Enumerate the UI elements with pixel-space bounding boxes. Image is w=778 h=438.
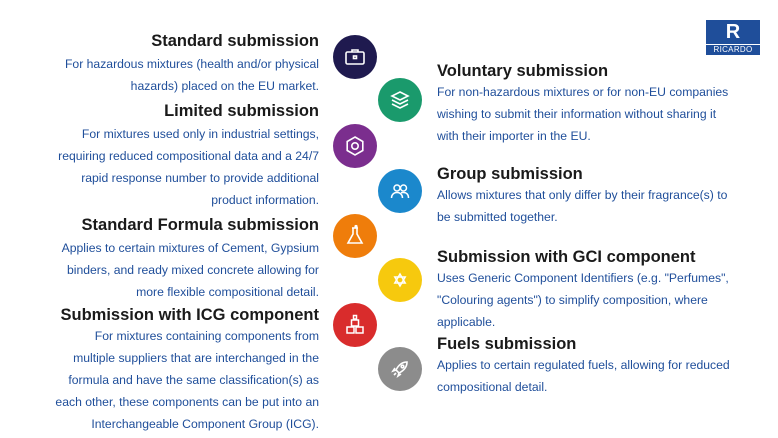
flask-circle [333,214,377,258]
standard-formula-submission-desc: Applies to certain mixtures of Cement, G… [19,237,319,303]
desc-line: Allows mixtures that only differ by thei… [437,188,728,202]
desc-line: requiring reduced compositional data and… [58,149,319,163]
logo-word: RICARDO [706,45,760,55]
desc-line: formula and have the same classification… [68,373,319,387]
desc-line: applicable. [437,315,496,329]
desc-line: "Colouring agents") to simplify composit… [437,293,708,307]
group-submission: Group submission Allows mixtures that on… [437,164,767,228]
desc-line: hazards) placed on the EU market. [130,79,319,93]
briefcase-icon [345,49,365,65]
logo-mark: R [706,20,760,44]
voluntary-submission: Voluntary submission For non-hazardous m… [437,61,767,147]
sun-icon [393,272,407,288]
standard-formula-submission: Standard Formula submission Applies to c… [19,215,319,303]
fuels-submission-desc: Applies to certain regulated fuels, allo… [437,354,767,398]
desc-line: For mixtures containing components from [94,329,319,343]
gci-submission-title: Submission with GCI component [437,248,696,266]
icg-submission: Submission with ICG component For mixtur… [19,305,319,435]
desc-line: more flexible compositional detail. [136,285,319,299]
gear-circle [333,124,377,168]
people-circle [378,169,422,213]
blocks-circle [333,303,377,347]
group-submission-title: Group submission [437,165,583,183]
limited-submission: Limited submission For mixtures used onl… [19,101,319,211]
desc-line: For mixtures used only in industrial set… [81,127,319,141]
desc-line: with their importer in the EU. [437,129,591,143]
flask-icon [346,224,364,244]
icg-submission-desc: For mixtures containing components from … [19,325,319,435]
desc-line: each other, these components can be put … [55,395,319,409]
ricardo-logo: R RICARDO [706,20,760,55]
desc-line: product information. [211,193,319,207]
blocks-icon [346,314,364,334]
voluntary-submission-title: Voluntary submission [437,62,609,80]
gci-submission: Submission with GCI component Uses Gener… [437,247,767,333]
layers-circle [378,78,422,122]
desc-line: Uses Generic Component Identifiers (e.g.… [437,271,729,285]
fuels-submission-title: Fuels submission [437,335,577,353]
standard-submission-title: Standard submission [151,32,319,50]
rocket-circle [378,347,422,391]
briefcase-circle [333,35,377,79]
desc-line: rapid response number to provide additio… [81,171,319,185]
limited-submission-desc: For mixtures used only in industrial set… [19,123,319,211]
group-submission-desc: Allows mixtures that only differ by thei… [437,184,767,228]
desc-line: multiple suppliers that are interchanged… [73,351,319,365]
standard-submission: Standard submission For hazardous mixtur… [19,31,319,97]
people-icon [390,184,410,199]
desc-line: be submitted together. [437,210,558,224]
voluntary-submission-desc: For non-hazardous mixtures or for non-EU… [437,81,767,147]
limited-submission-title: Limited submission [164,102,319,120]
desc-line: wishing to submit their information with… [437,107,717,121]
desc-line: Interchangeable Component Group (ICG). [91,417,319,431]
rocket-icon [391,361,408,378]
desc-line: compositional detail. [437,380,548,394]
desc-line: For hazardous mixtures (health and/or ph… [64,57,319,71]
desc-line: Applies to certain mixtures of Cement, G… [61,241,319,255]
desc-line: For non-hazardous mixtures or for non-EU… [437,85,729,99]
icg-submission-title: Submission with ICG component [60,306,319,324]
layers-icon [390,91,410,109]
desc-line: binders, and ready mixed concrete allowi… [66,263,319,277]
standard-formula-submission-title: Standard Formula submission [81,216,319,234]
sun-circle [378,258,422,302]
gci-submission-desc: Uses Generic Component Identifiers (e.g.… [437,267,767,333]
gear-icon [346,136,364,156]
fuels-submission: Fuels submission Applies to certain regu… [437,334,767,398]
standard-submission-desc: For hazardous mixtures (health and/or ph… [19,53,319,97]
desc-line: Applies to certain regulated fuels, allo… [437,358,730,372]
